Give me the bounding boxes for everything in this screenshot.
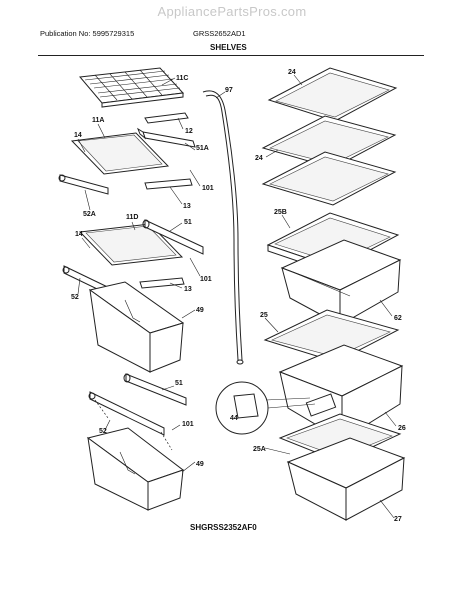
callout-12: 12 [185,128,193,135]
callout-62: 62 [394,315,402,322]
callout-25A: 25A [253,446,266,453]
shelf-25A [278,413,402,463]
callout-101-upper: 101 [202,185,214,192]
callout-25B: 25B [274,209,287,216]
callout-26: 26 [398,425,406,432]
callout-24-top: 24 [288,69,296,76]
callout-11A: 11A [92,117,104,124]
callout-52-upper: 52 [71,294,79,301]
leader-lines [77,74,397,519]
callout-51A: 51A [196,145,209,152]
shelf-bracket-51-lower [123,373,187,406]
trim-13-lower [139,277,185,289]
callout-labels: 11C 12 14 11A 51A 101 52A 13 97 11D 14 5… [71,69,406,523]
callout-51-upper: 51 [184,219,192,226]
callout-49-lower: 49 [196,461,204,468]
callout-25: 25 [260,312,268,319]
callout-101-lower: 101 [182,421,194,428]
wire-shelf-11C [79,67,185,108]
trim-13-upper [144,178,193,190]
callout-14-lower: 14 [75,231,83,238]
callout-13-lower: 13 [184,286,192,293]
inset-detail-44 [215,381,316,435]
drawer-27 [286,437,406,521]
callout-24-side: 24 [255,155,263,162]
callout-13-upper: 13 [183,203,191,210]
callout-27: 27 [394,516,402,523]
watermark: AppliancePartsPros.com [157,4,307,19]
callout-11D: 11D [126,214,138,221]
section-title: SHELVES [210,43,247,52]
shelf-bracket-52A [58,174,109,195]
callout-101-middle: 101 [200,276,212,283]
glass-shelf-24-c [261,151,397,206]
callout-49-upper: 49 [196,307,204,314]
drawing-code: SHGRSS2352AF0 [190,523,257,532]
shelf-25 [263,309,400,363]
callout-97: 97 [225,87,233,94]
model-number: GRSS2652AD1 [193,29,246,38]
shelf-bracket-52-lower [88,391,173,451]
shelf-bracket-51A [136,127,196,148]
callout-51-lower: 51 [175,380,183,387]
header-rule [38,55,424,56]
rail-12 [144,112,189,124]
callout-52A: 52A [83,211,96,218]
glass-shelf-11A [70,132,170,175]
shelf-bracket-51-upper [142,219,204,255]
publication-number: Publication No: 5995729315 [40,29,135,38]
callout-44: 44 [230,415,238,422]
glass-shelf-11D [78,223,184,266]
crisper-bin-49-lower [86,427,185,511]
callout-52-lower: 52 [99,428,107,435]
callout-11C: 11C [176,75,188,82]
drain-tube-97 [202,90,244,365]
glass-shelf-24-a [267,67,398,122]
callout-14-upper: 14 [74,132,82,139]
crisper-bin-49-upper [88,281,185,373]
